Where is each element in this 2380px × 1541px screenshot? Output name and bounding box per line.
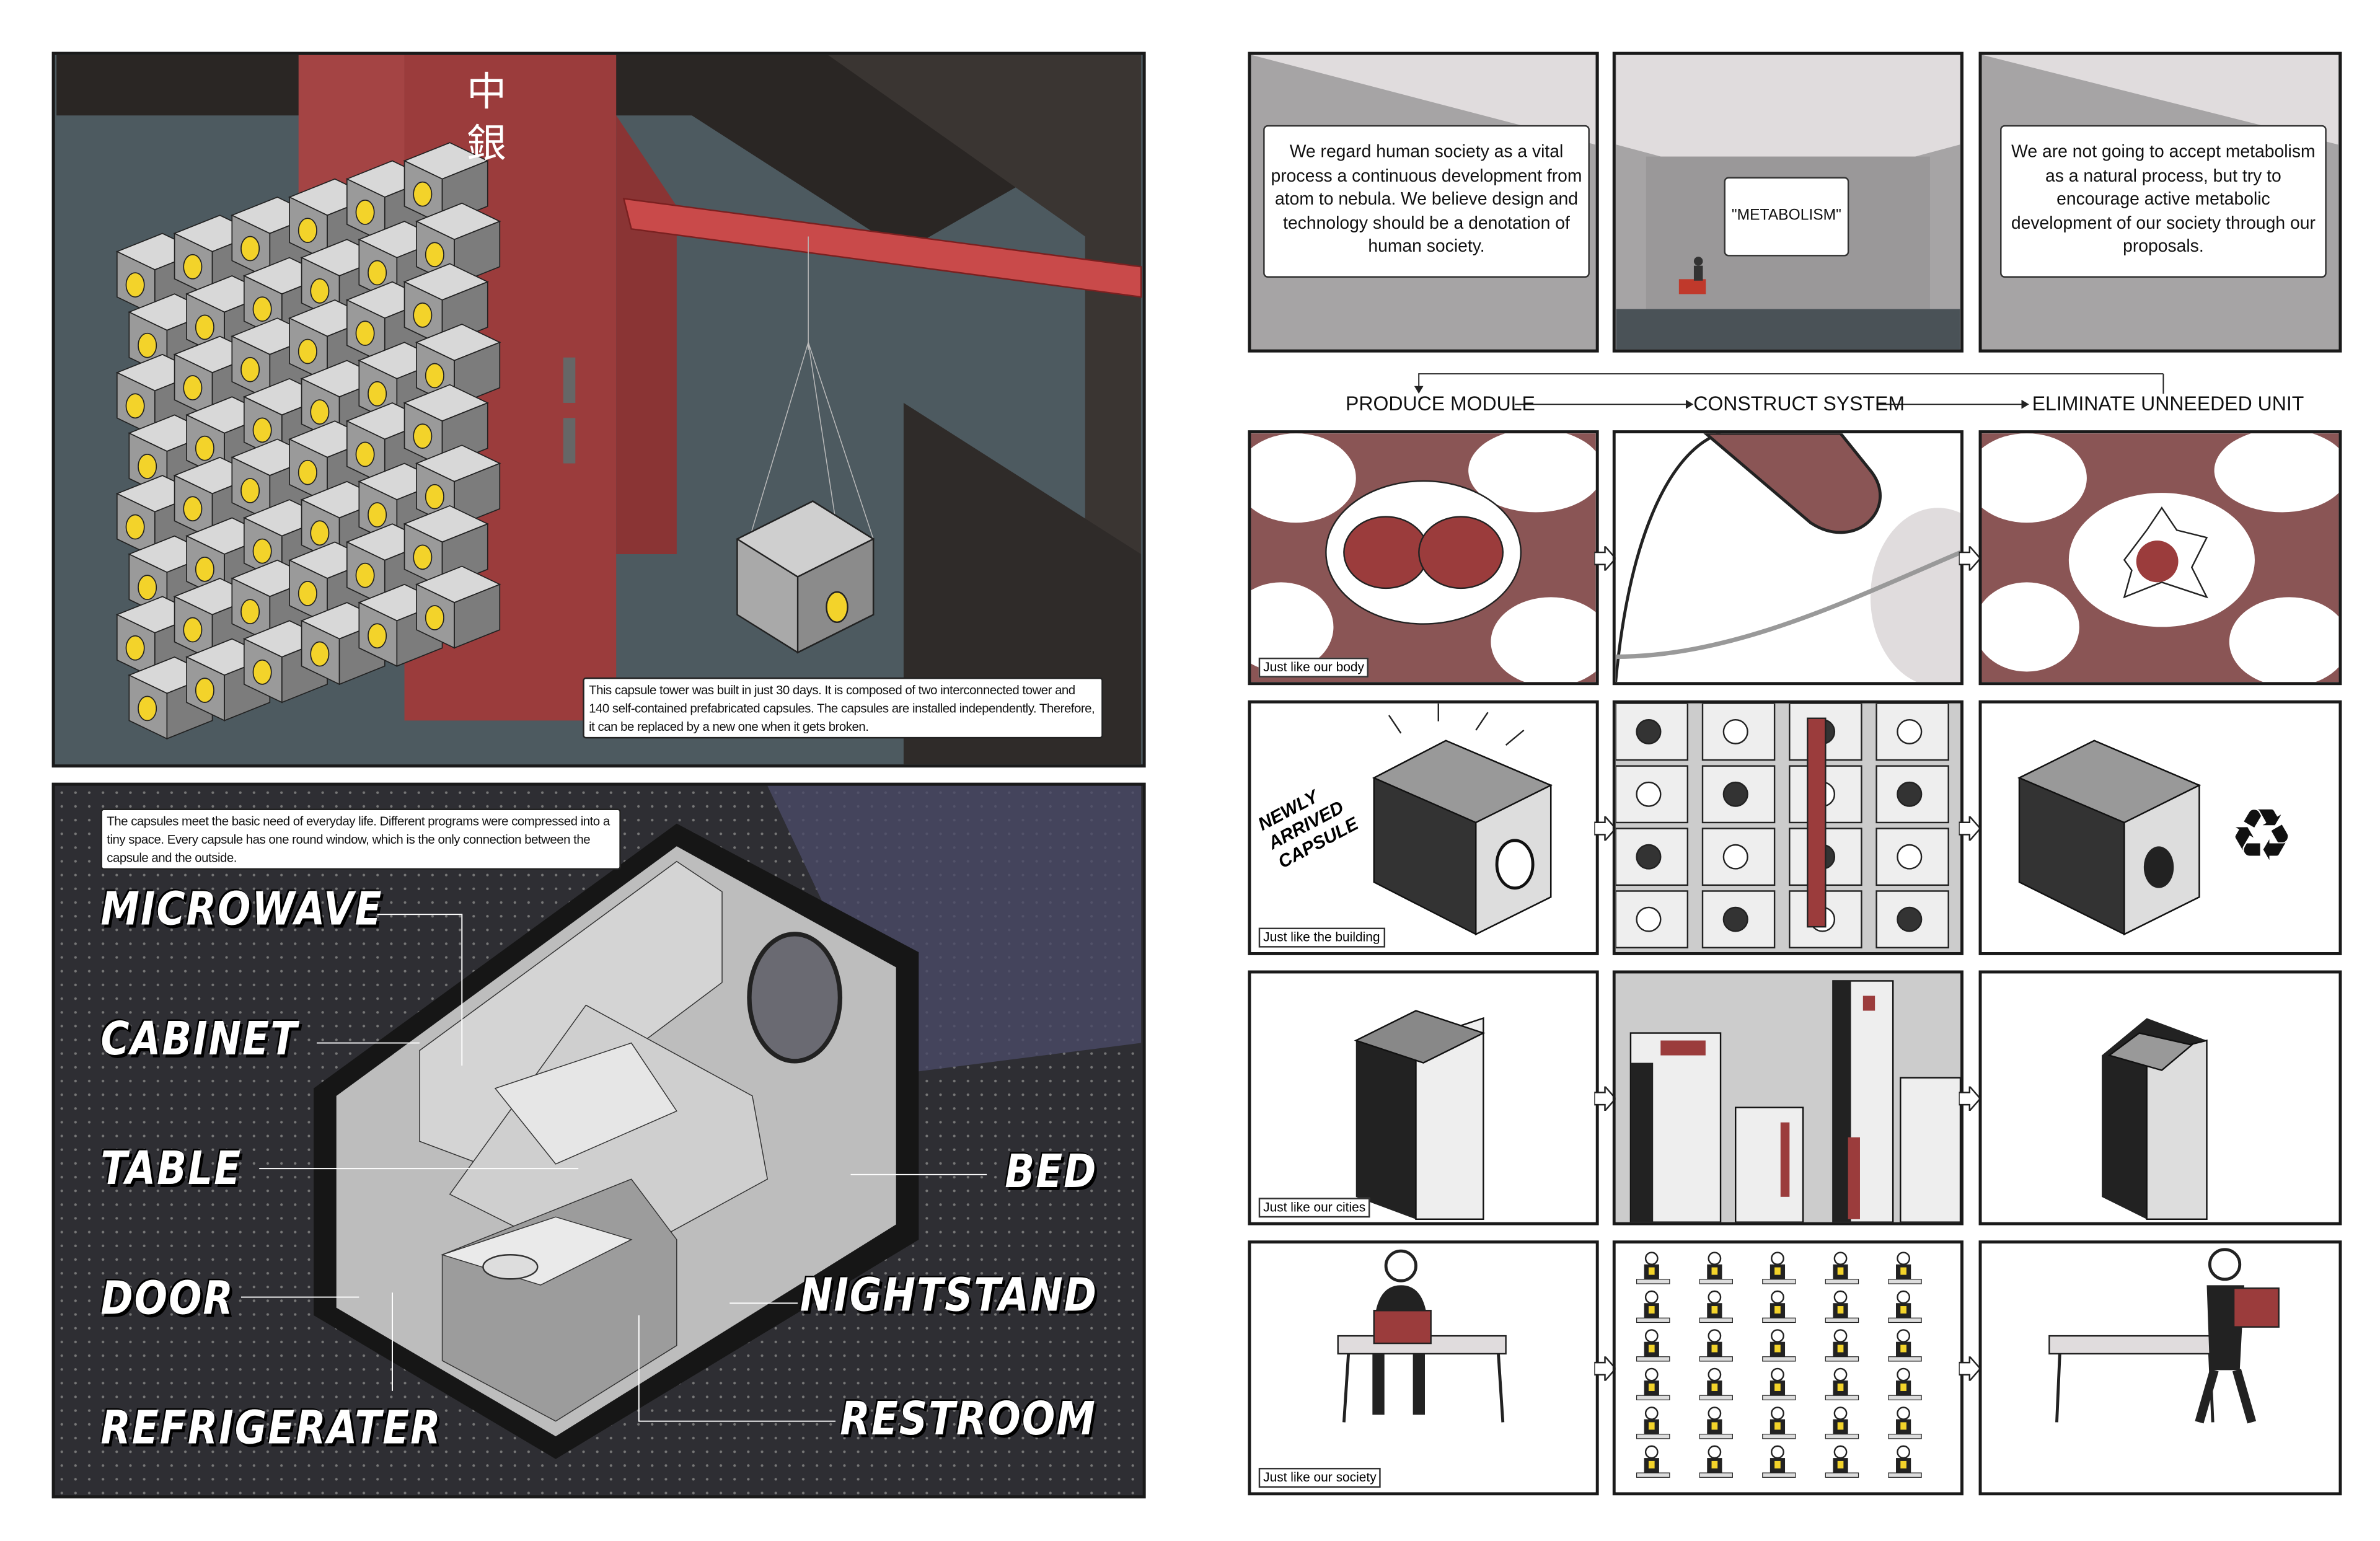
grid-cell-cities-1: Just like our cities (1248, 970, 1599, 1225)
next-arrow-icon (1594, 815, 1616, 841)
next-arrow-icon (1959, 1356, 1981, 1380)
next-arrow-icon (1959, 545, 1981, 570)
label-table: TABLE (100, 1142, 242, 1196)
grid-cell-building-3: ♻ (1978, 700, 2342, 955)
label-microwave: MICROWAVE (100, 883, 383, 937)
flow-step-construct: CONSTRUCT SYSTEM (1693, 392, 1905, 415)
tower-sign: 中銀 (467, 70, 507, 168)
grid-cell-society-3 (1978, 1240, 2342, 1496)
row-caption: Just like our cities (1258, 1198, 1370, 1218)
grid-cell-society-2 (1612, 1240, 1963, 1496)
flow-step-eliminate: ELIMINATE UNNEEDED UNIT (2032, 392, 2304, 415)
next-arrow-icon (1959, 1085, 1981, 1110)
row-caption: Just like the building (1258, 927, 1385, 948)
capsule (415, 565, 501, 649)
interior-drawing (240, 785, 1142, 1459)
tower-drawing (56, 55, 1142, 765)
grid-cell-cities-3 (1978, 970, 2342, 1225)
grid-cell-cities-2 (1612, 970, 1963, 1225)
row-caption: Just like our society (1258, 1467, 1382, 1488)
manifesto-left-text: We regard human society as a vital proce… (1263, 125, 1590, 278)
label-restroom: RESTROOM (840, 1393, 1097, 1447)
manifesto-right-text: We are not going to accept metabolism as… (2000, 125, 2327, 278)
capsule-tower-illustration: This capsule tower was built in just 30 … (51, 51, 1146, 768)
label-cabinet: CABINET (100, 1013, 299, 1067)
flow-step-produce: PRODUCE MODULE (1346, 392, 1535, 415)
svg-text:♻: ♻ (2229, 795, 2294, 875)
label-door: DOOR (100, 1272, 234, 1327)
next-arrow-icon (1959, 815, 1981, 841)
capsule-interior-illustration: The capsules meet the basic need of ever… (51, 782, 1146, 1499)
manifesto-panel-right: We are not going to accept metabolism as… (1978, 51, 2342, 353)
grid-cell-body-3 (1978, 430, 2342, 686)
label-nightstand: NIGHTSTAND (799, 1269, 1097, 1323)
manifesto-panel-center: "METABOLISM" (1612, 51, 1963, 353)
tower-note: This capsule tower was built in just 30 … (583, 677, 1103, 739)
flow-arrows (1414, 373, 2164, 409)
grid-cell-society-1: Just like our society (1248, 1240, 1599, 1496)
next-arrow-icon (1594, 1356, 1616, 1380)
grid-cell-body-1: Just like our body (1248, 430, 1599, 686)
interior-note: The capsules meet the basic need of ever… (100, 808, 621, 870)
row-caption: Just like our body (1258, 657, 1369, 678)
manifesto-panel-left: We regard human society as a vital proce… (1248, 51, 1599, 353)
capsule-stack (115, 142, 501, 740)
next-arrow-icon (1594, 1085, 1616, 1110)
label-refrigerater: REFRIGERATER (100, 1402, 442, 1456)
grid-cell-body-2 (1612, 430, 1963, 686)
next-arrow-icon (1594, 545, 1616, 570)
metabolism-sign: "METABOLISM" (1724, 177, 1849, 257)
label-bed: BED (1004, 1146, 1097, 1199)
grid-cell-building-2 (1612, 700, 1963, 955)
